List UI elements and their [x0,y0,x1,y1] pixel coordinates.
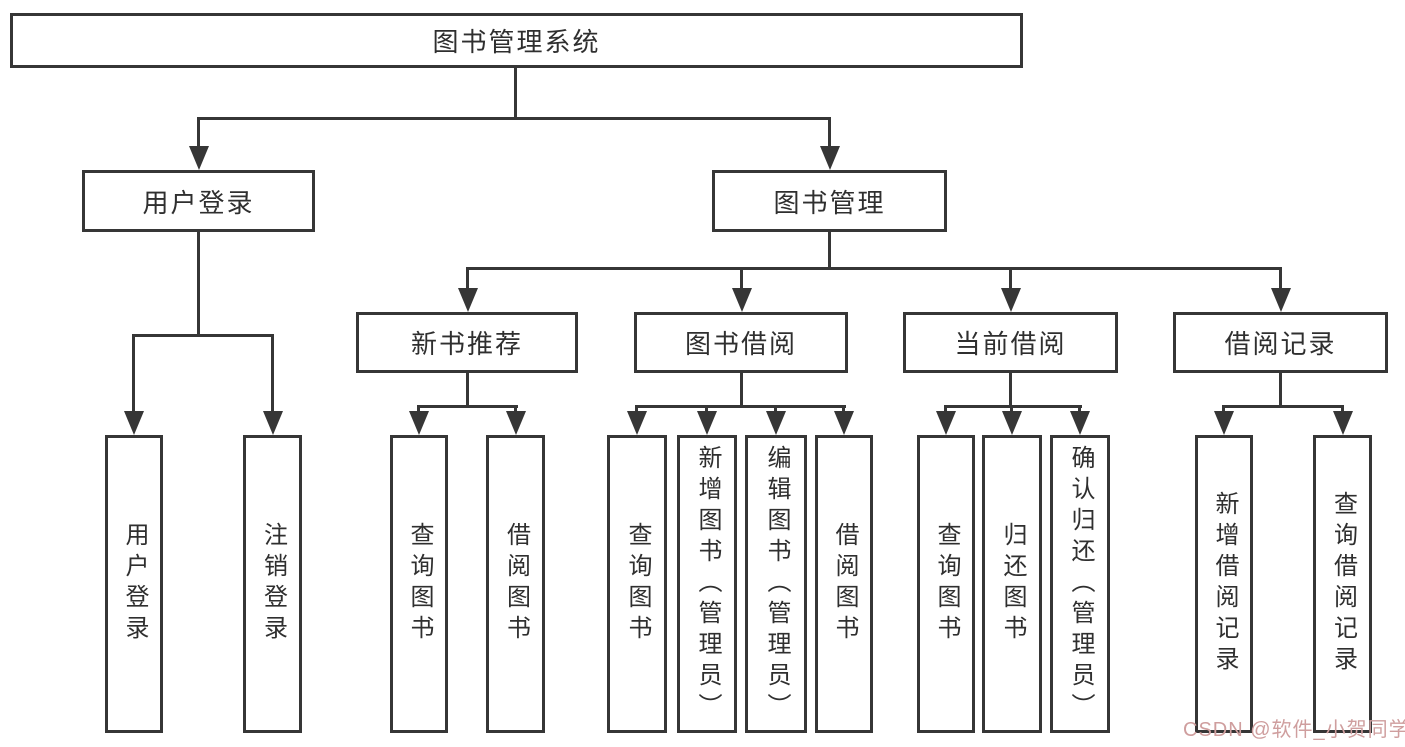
connector-line [197,117,200,152]
node-current-borrow: 当前借阅 [903,312,1118,373]
connector-arrow [627,411,647,435]
leaf-user-login-label: 用户登录 [121,522,148,646]
connector-arrow [1070,411,1090,435]
connector-arrow [1271,288,1291,312]
connector-line [417,405,518,408]
leaf-borrow-book-label: 借阅图书 [831,522,858,646]
connector-line [271,334,274,415]
leaf-query-borrow-record: 查询借阅记录 [1313,435,1372,733]
connector-line [197,232,200,337]
connector-line [197,117,831,120]
leaf-logout: 注销登录 [243,435,302,733]
node-root: 图书管理系统 [10,13,1023,68]
connector-arrow [458,288,478,312]
leaf-confirm-return-admin-label: 确认归还（管理员） [1067,444,1094,724]
node-borrow-record-label: 借阅记录 [1224,329,1337,359]
node-book-borrow: 图书借阅 [634,312,848,373]
connector-line [944,405,1082,408]
connector-line [1279,267,1282,292]
connector-arrow [263,411,283,435]
connector-line [828,232,831,270]
connector-arrow [1002,411,1022,435]
csdn-watermark: CSDN @软件_小贺同学 [1183,719,1405,741]
connector-arrow [409,411,429,435]
connector-line [828,117,831,152]
connector-line [740,373,743,408]
connector-arrow [506,411,526,435]
leaf-query-borrow-record-label: 查询借阅记录 [1329,491,1357,677]
leaf-borrow-query-book: 查询图书 [607,435,667,733]
connector-arrow [124,411,144,435]
node-book-borrow-label: 图书借阅 [684,329,797,359]
connector-line [635,405,846,408]
leaf-user-login: 用户登录 [105,435,163,733]
leaf-add-book-admin: 新增图书（管理员） [677,435,737,733]
connector-line [514,68,517,120]
connector-line [1222,405,1344,408]
connector-line [132,334,274,337]
leaf-edit-book-admin: 编辑图书（管理员） [745,435,807,733]
leaf-borrow-book: 借阅图书 [815,435,873,733]
connector-line [1009,267,1012,292]
connector-arrow [697,411,717,435]
node-book-management-label: 图书管理 [773,187,886,218]
connector-line [1009,373,1012,408]
leaf-current-query-book: 查询图书 [917,435,975,733]
connector-line [466,267,469,292]
node-user-login-label: 用户登录 [142,187,255,218]
leaf-return-book-label: 归还图书 [999,522,1026,646]
connector-arrow [732,288,752,312]
connector-line [132,334,135,415]
node-new-book-recommend: 新书推荐 [356,312,578,373]
node-new-book-recommend-label: 新书推荐 [410,329,523,359]
connector-arrow [766,411,786,435]
connector-arrow [1214,411,1234,435]
leaf-add-borrow-record-label: 新增借阅记录 [1211,491,1238,677]
node-book-management: 图书管理 [712,170,947,232]
connector-arrow [820,146,840,170]
connector-line [466,373,469,408]
node-current-borrow-label: 当前借阅 [954,329,1067,359]
connector-arrow [189,146,209,170]
connector-line [1279,373,1282,408]
node-borrow-record: 借阅记录 [1173,312,1388,373]
leaf-current-query-book-label: 查询图书 [933,522,960,646]
connector-line [466,267,1282,270]
leaf-borrow-query-book-label: 查询图书 [624,522,651,646]
node-user-login: 用户登录 [82,170,315,232]
node-root-label: 图书管理系统 [432,27,601,57]
connector-arrow [936,411,956,435]
connector-arrow [834,411,854,435]
leaf-newrec-borrow-book: 借阅图书 [486,435,545,733]
leaf-newrec-borrow-book-label: 借阅图书 [502,522,530,646]
leaf-confirm-return-admin: 确认归还（管理员） [1050,435,1110,733]
leaf-add-borrow-record: 新增借阅记录 [1195,435,1253,733]
connector-arrow [1333,411,1353,435]
leaf-newrec-query-book: 查询图书 [390,435,448,733]
leaf-newrec-query-book-label: 查询图书 [406,522,433,646]
leaf-return-book: 归还图书 [982,435,1042,733]
connector-line [740,267,743,292]
leaf-logout-label: 注销登录 [259,522,287,646]
connector-arrow [1001,288,1021,312]
leaf-edit-book-admin-label: 编辑图书（管理员） [763,444,790,724]
leaf-add-book-admin-label: 新增图书（管理员） [694,444,721,724]
